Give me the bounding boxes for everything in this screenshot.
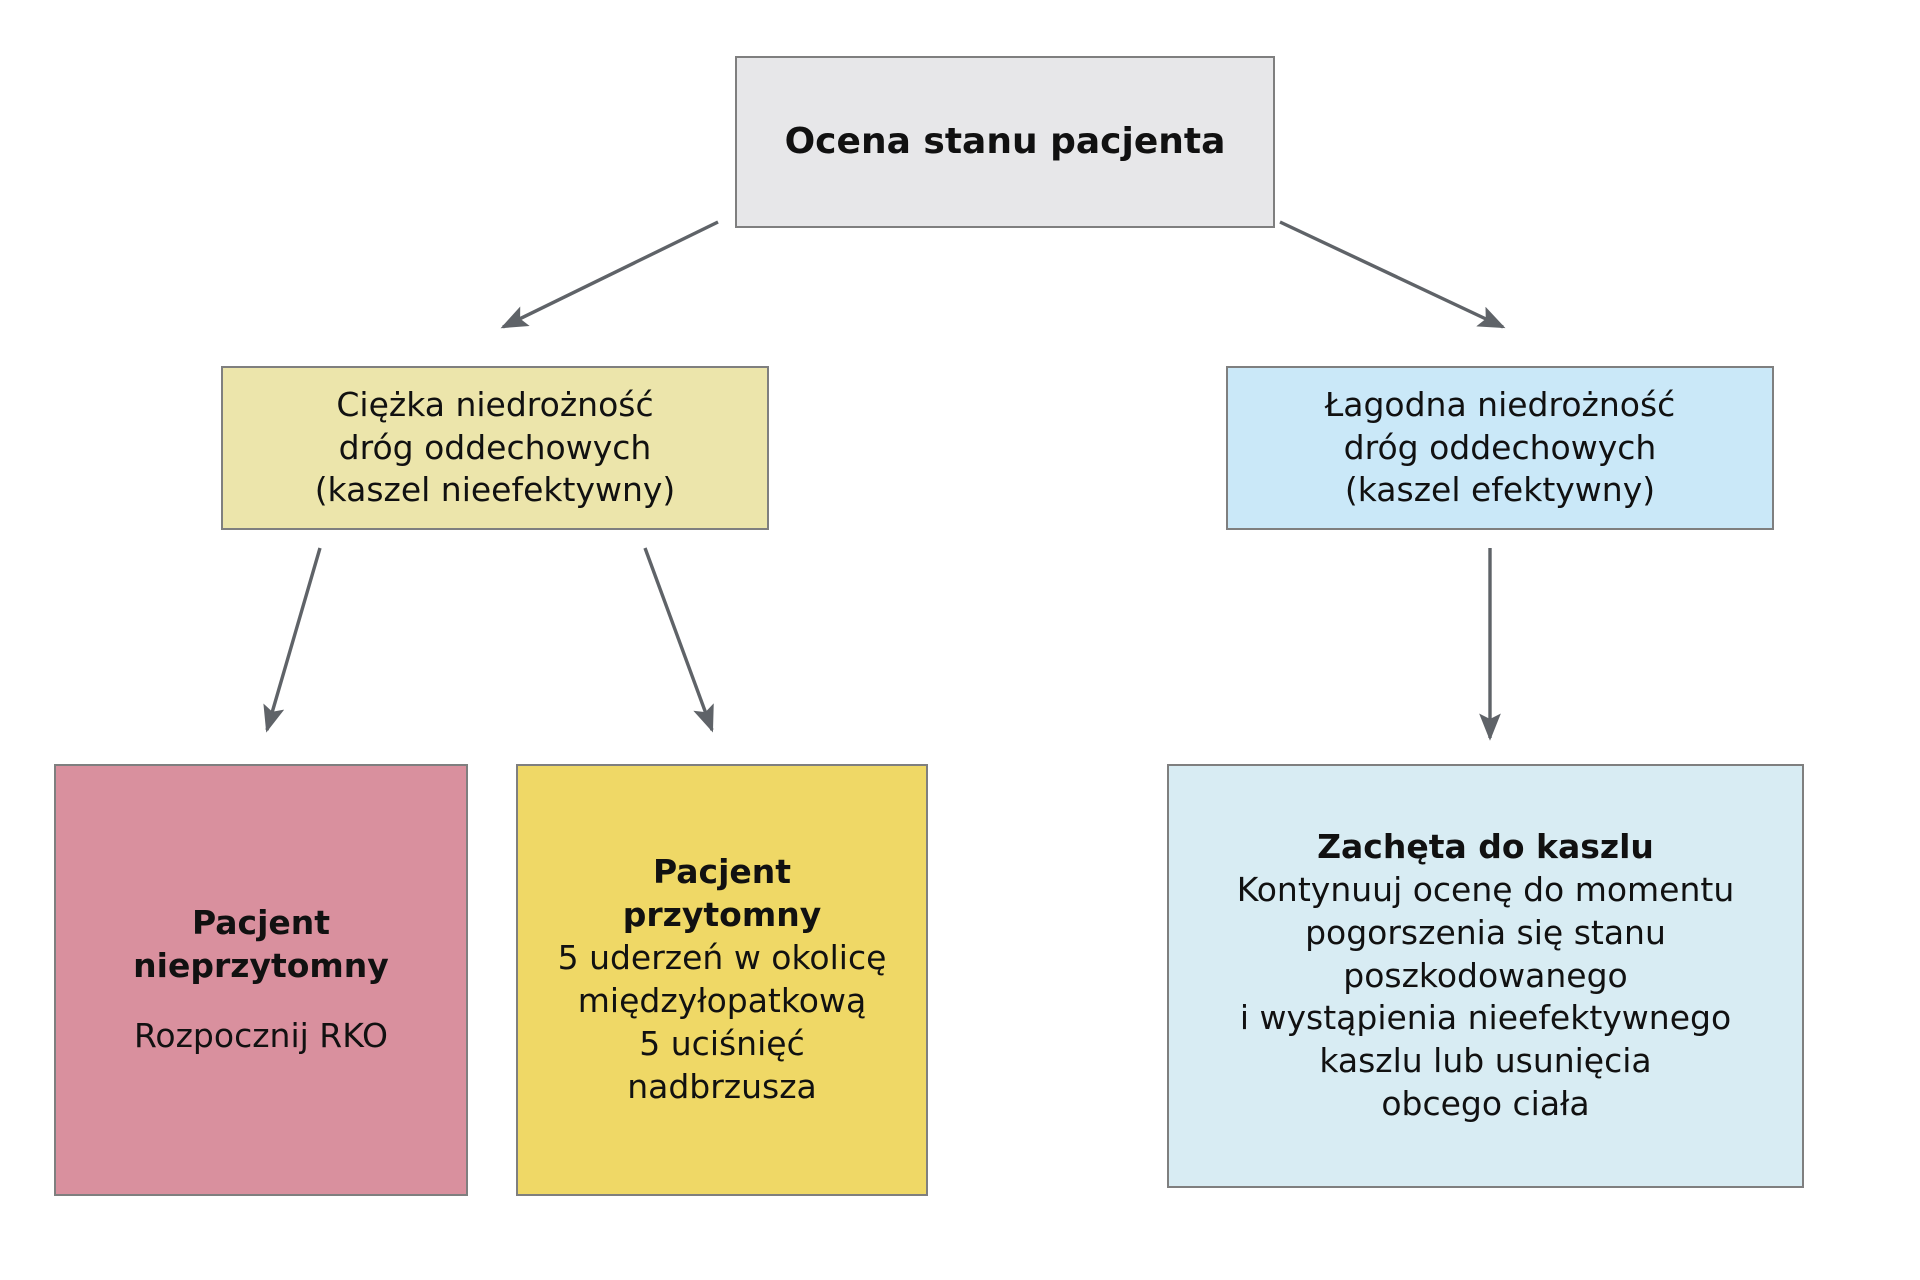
node-lagodna-niedroznosc[interactable]: Łagodna niedrożność dróg oddechowych (ka… bbox=[1226, 366, 1774, 530]
node-root-line-1: Ocena stanu pacjenta bbox=[784, 120, 1226, 162]
node-ciezka-niedroznosc[interactable]: Ciężka niedrożność dróg oddechowych (kas… bbox=[221, 366, 769, 530]
node-unconscious-line-2: nieprzytomny bbox=[133, 945, 389, 985]
node-cough-line-5: i wystąpienia nieefektywnego bbox=[1239, 998, 1732, 1038]
node-unconscious-line-4: Rozpocznij RKO bbox=[133, 1016, 389, 1056]
node-ocena-stanu-pacjenta[interactable]: Ocena stanu pacjenta bbox=[735, 56, 1275, 228]
node-severe-line-2: dróg oddechowych bbox=[338, 427, 652, 467]
node-cough-line-7: obcego ciała bbox=[1381, 1084, 1590, 1124]
edge-severe-to-conscious bbox=[643, 547, 714, 733]
edge-severe-to-unconscious bbox=[263, 547, 322, 733]
node-mild-line-3: (kaszel efektywny) bbox=[1344, 470, 1656, 510]
node-conscious-line-4: międzyłopatkową bbox=[577, 981, 867, 1020]
node-pacjent-przytomny[interactable]: Pacjent przytomny 5 uderzeń w okolicę mi… bbox=[516, 764, 928, 1196]
node-conscious-line-3: 5 uderzeń w okolicę bbox=[557, 938, 887, 978]
node-cough-line-2: Kontynuuj ocenę do momentu bbox=[1236, 869, 1735, 909]
node-severe-line-1: Ciężka niedrożność bbox=[336, 384, 654, 424]
node-conscious-line-6: nadbrzusza bbox=[627, 1066, 817, 1106]
node-mild-line-1: Łagodna niedrożność bbox=[1324, 384, 1676, 424]
node-cough-line-6: kaszlu lub usunięcia bbox=[1319, 1041, 1652, 1081]
node-severe-line-3: (kaszel nieefektywny) bbox=[314, 470, 676, 510]
node-conscious-line-5: 5 uciśnięć bbox=[639, 1023, 805, 1063]
node-unconscious-line-1: Pacjent bbox=[191, 902, 331, 942]
edge-root-to-severe bbox=[500, 220, 719, 329]
node-conscious-line-2: przytomny bbox=[622, 895, 822, 935]
node-cough-line-3: pogorszenia się stanu bbox=[1305, 912, 1666, 952]
node-cough-line-1: Zachęta do kaszlu bbox=[1317, 826, 1654, 866]
node-zacheta-do-kaszlu[interactable]: Zachęta do kaszlu Kontynuuj ocenę do mom… bbox=[1167, 764, 1804, 1188]
node-pacjent-nieprzytomny[interactable]: Pacjent nieprzytomny Rozpocznij RKO bbox=[54, 764, 468, 1196]
edge-root-to-mild bbox=[1279, 220, 1506, 329]
node-mild-line-2: dróg oddechowych bbox=[1343, 427, 1657, 467]
node-cough-line-4: poszkodowanego bbox=[1343, 955, 1628, 995]
node-conscious-line-1: Pacjent bbox=[652, 852, 792, 892]
